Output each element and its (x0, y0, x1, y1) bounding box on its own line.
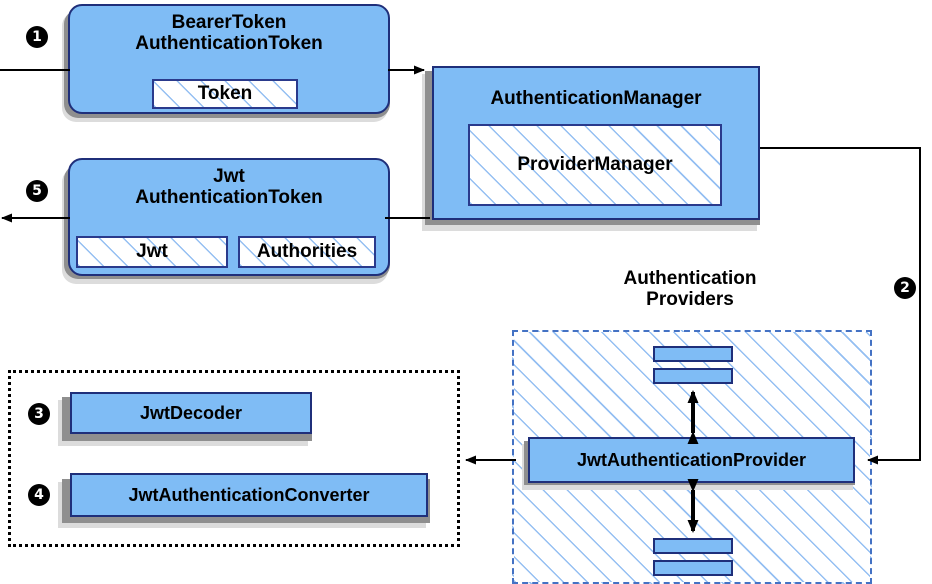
jwt-authentication-provider-label: JwtAuthenticationProvider (576, 449, 807, 470)
jwt-inner-authorities-box: Authorities (238, 236, 376, 268)
jwt-authentication-token-label-line1: Jwt (213, 166, 245, 187)
bearer-token-inner-token-box: Token (152, 79, 298, 109)
jwt-authentication-provider-node[interactable]: JwtAuthenticationProvider (528, 437, 855, 483)
authentication-manager-label: AuthenticationManager (490, 88, 702, 109)
step-marker-5: 5 (26, 180, 48, 202)
provider-stack-bottom-bar-2 (653, 560, 733, 576)
step-marker-2: 2 (894, 277, 916, 299)
jwt-authentication-converter-node[interactable]: JwtAuthenticationConverter (70, 473, 428, 517)
jwt-authentication-converter-label: JwtAuthenticationConverter (128, 484, 370, 505)
step-marker-3: 3 (28, 403, 50, 425)
provider-stack-top-bar-1 (653, 346, 733, 362)
jwt-inner-jwt-label: Jwt (136, 241, 168, 262)
jwt-decoder-node[interactable]: JwtDecoder (70, 392, 312, 434)
step-marker-3-digit: 3 (34, 406, 44, 422)
bearer-token-label: BearerToken AuthenticationToken (135, 12, 323, 55)
jwt-support-group (8, 370, 460, 547)
provider-stack-bottom-bar-1 (653, 538, 733, 554)
jwt-decoder-label: JwtDecoder (139, 402, 243, 423)
step-marker-4-digit: 4 (34, 487, 44, 503)
bearer-token-inner-token-label: Token (197, 83, 253, 104)
jwt-authentication-token-label: Jwt AuthenticationToken (135, 166, 323, 209)
authentication-providers-title-line1: Authentication (623, 268, 757, 289)
provider-stack-top-bar-2 (653, 368, 733, 384)
step-marker-2-digit: 2 (900, 280, 910, 296)
step-marker-4: 4 (28, 484, 50, 506)
step-marker-5-digit: 5 (32, 183, 42, 199)
bearer-token-label-line1: BearerToken (171, 12, 287, 33)
jwt-inner-authorities-label: Authorities (256, 241, 358, 262)
jwt-authentication-token-label-line2: AuthenticationToken (135, 187, 323, 209)
step-marker-1: 1 (26, 26, 48, 48)
provider-manager-label: ProviderManager (517, 154, 673, 175)
provider-manager-inner-box: ProviderManager (468, 124, 722, 206)
jwt-inner-jwt-box: Jwt (76, 236, 228, 268)
bearer-token-label-line2: AuthenticationToken (135, 33, 323, 55)
authentication-providers-title-line2: Providers (646, 289, 734, 311)
authentication-providers-title: Authentication Providers (560, 268, 820, 311)
step-marker-1-digit: 1 (32, 29, 42, 45)
